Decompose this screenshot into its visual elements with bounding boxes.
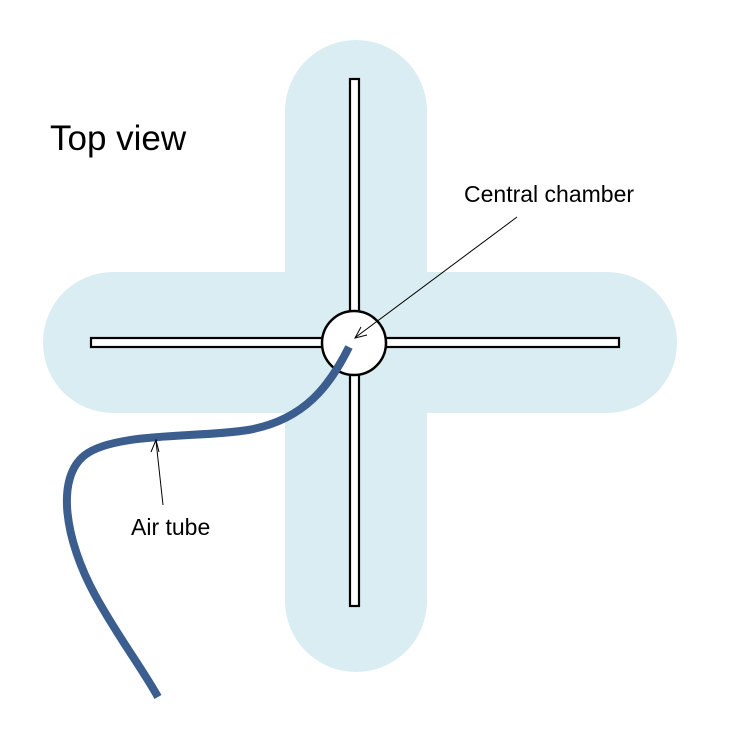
channel-left — [89, 336, 326, 349]
air-tube-leader — [150, 438, 164, 506]
central-chamber-leader — [354, 216, 518, 339]
channel-right — [384, 336, 621, 349]
central-chamber-leader-line — [355, 216, 518, 338]
air-tube-leader-line — [155, 440, 164, 506]
air-tube — [62, 345, 353, 699]
air-tube-label: Air tube — [131, 514, 210, 540]
diagram-title: Top view — [50, 119, 187, 158]
central-chamber-label: Central chamber — [464, 181, 634, 207]
central-chamber — [320, 309, 388, 377]
central-chamber-arrowhead — [354, 326, 368, 339]
channel-top — [348, 77, 361, 315]
air-tube-arrowhead — [150, 438, 160, 453]
channel-bottom — [348, 371, 361, 608]
